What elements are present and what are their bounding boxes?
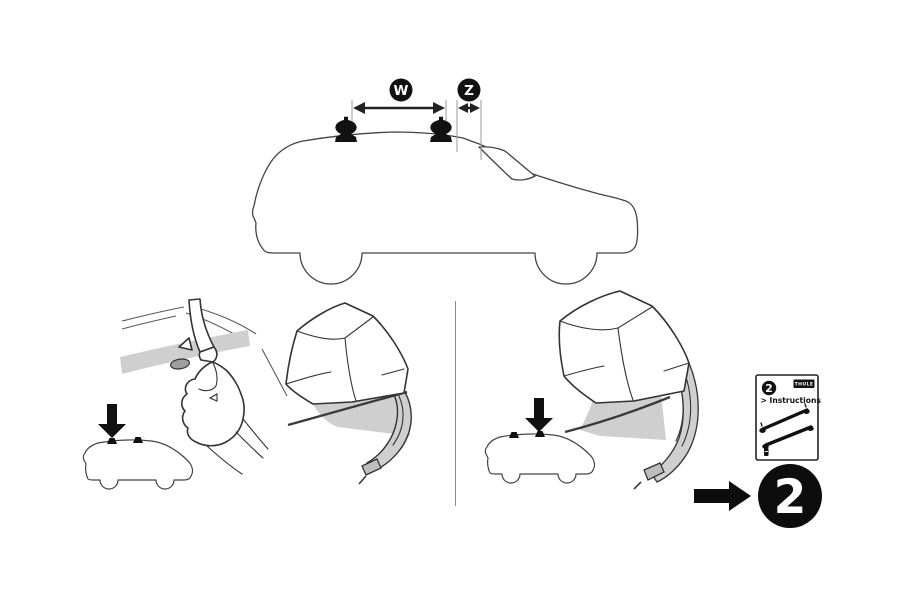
hand-bracket-illustration	[120, 298, 269, 475]
offset-label: Z	[464, 83, 474, 99]
brand-logo	[793, 379, 815, 388]
hand	[181, 361, 245, 447]
door-frame-band	[120, 330, 250, 374]
step-number: 2	[774, 470, 807, 525]
mini-car-right	[484, 430, 596, 484]
brand-logo-text: THULE	[795, 382, 814, 388]
mini-car-left	[82, 436, 194, 490]
booklet-step-badge	[761, 380, 777, 396]
instructions-booklet: 2 THULE > Instructions	[755, 374, 822, 461]
strap-end-tab	[643, 462, 665, 481]
width-label: W	[394, 83, 409, 99]
width-dimension-arrow	[353, 102, 445, 114]
foot-body	[558, 290, 690, 404]
step-indicator: 2	[694, 464, 822, 528]
windshield-outline	[478, 146, 536, 181]
front-mount-foot-icon	[335, 116, 357, 142]
panel-right-step-detail	[484, 290, 699, 490]
foot-clamp-closeup-right	[558, 290, 699, 490]
panel-left-step-detail	[82, 298, 412, 490]
rear-mount-foot-icon	[430, 116, 452, 142]
offset-label-badge: Z	[457, 78, 481, 102]
down-arrow-right	[525, 398, 553, 432]
foot-clamp-closeup-left	[261, 302, 412, 485]
step-circle	[758, 464, 822, 528]
crossbars-icon	[759, 403, 814, 449]
width-label-badge: W	[389, 78, 413, 102]
small-part-icon	[764, 448, 769, 456]
booklet-title: > Instructions	[761, 396, 822, 405]
strap-end-tab	[361, 458, 382, 476]
offset-dimension-arrow	[458, 103, 480, 113]
top-fitment-diagram: W Z	[251, 78, 639, 285]
car-side-outline	[251, 131, 639, 285]
fixpoint-hole	[169, 358, 191, 370]
down-arrow-left	[98, 404, 126, 438]
booklet-step-number: 2	[765, 382, 773, 395]
right-arrow-icon	[694, 481, 751, 511]
